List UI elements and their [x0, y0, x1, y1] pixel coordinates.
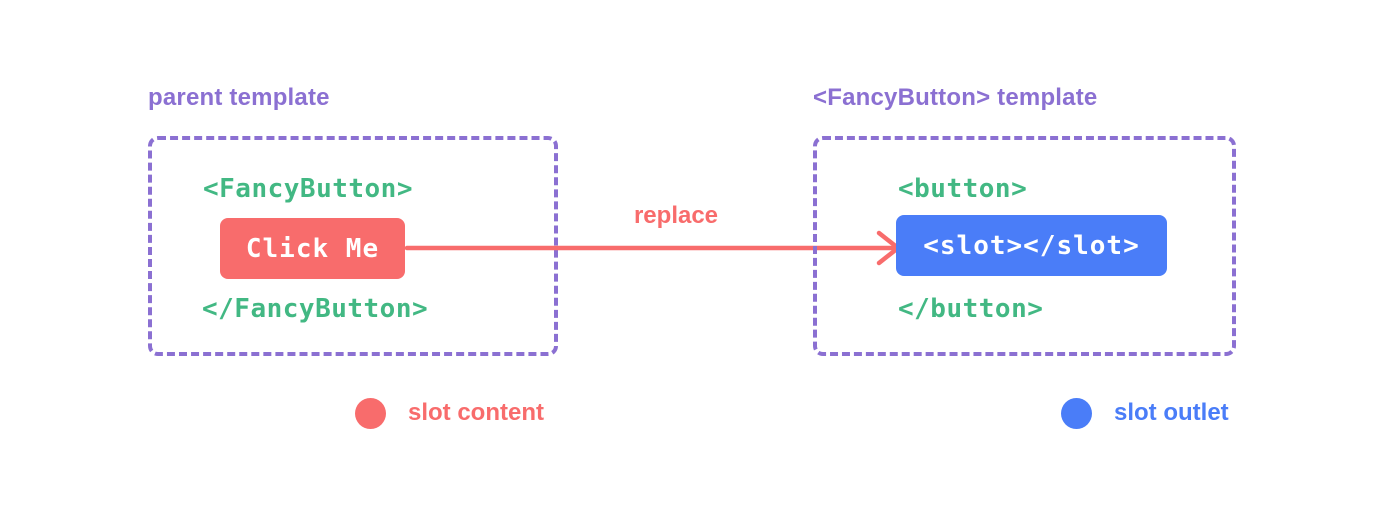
click-me-label: Click Me	[245, 233, 380, 264]
fancybutton-close-tag: </FancyButton>	[202, 294, 429, 324]
button-close-tag: </button>	[898, 294, 1044, 324]
slot-content-legend-label: slot content	[408, 399, 544, 426]
slot-outlet-legend-label: slot outlet	[1114, 399, 1229, 426]
slot-content-dot-icon	[355, 397, 386, 429]
legend-slot-outlet: slot outlet	[1061, 397, 1229, 429]
slot-outlet-chip: <slot></slot>	[896, 215, 1167, 276]
legend-slot-content: slot content	[355, 397, 544, 429]
slot-outlet-label: <slot></slot>	[923, 230, 1140, 261]
fancybutton-open-tag: <FancyButton>	[203, 174, 413, 204]
fancybutton-template-box	[813, 136, 1236, 356]
parent-template-label: parent template	[148, 84, 330, 111]
slot-outlet-dot-icon	[1061, 397, 1092, 429]
fancybutton-template-label: <FancyButton> template	[813, 84, 1098, 111]
click-me-button: Click Me	[220, 218, 405, 279]
button-open-tag: <button>	[898, 174, 1028, 204]
replace-label: replace	[633, 202, 719, 229]
